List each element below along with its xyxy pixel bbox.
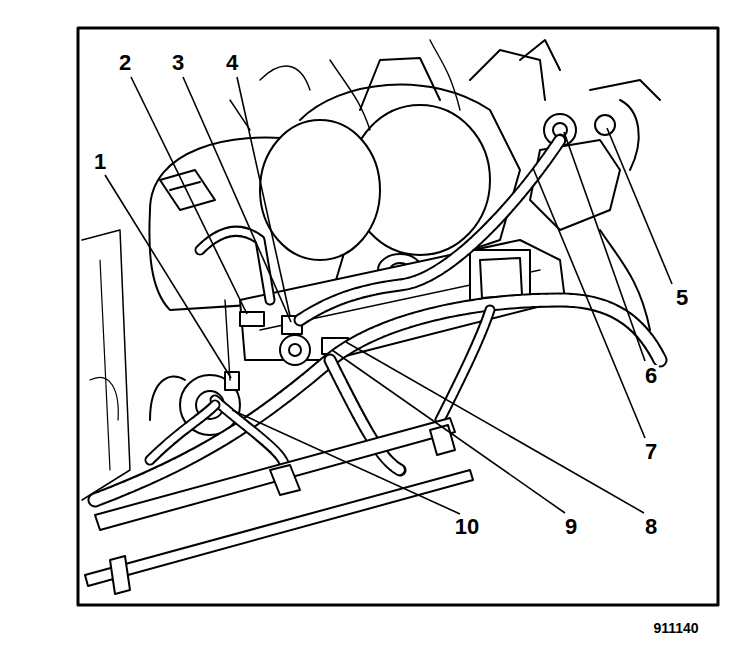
callout-number: 9 <box>563 516 579 538</box>
callout-number: 4 <box>224 52 240 74</box>
callout-number: 3 <box>170 52 186 74</box>
callout-number: 2 <box>117 52 133 74</box>
figure-number: 911140 <box>651 621 700 635</box>
callout-number: 6 <box>643 365 659 387</box>
callout-number: 10 <box>453 516 481 538</box>
callout-number: 8 <box>643 516 659 538</box>
frame <box>78 28 718 605</box>
callout-number: 7 <box>643 441 659 463</box>
leader-lines <box>105 77 672 514</box>
callout-number: 5 <box>674 287 690 309</box>
callout-number: 1 <box>92 151 108 173</box>
